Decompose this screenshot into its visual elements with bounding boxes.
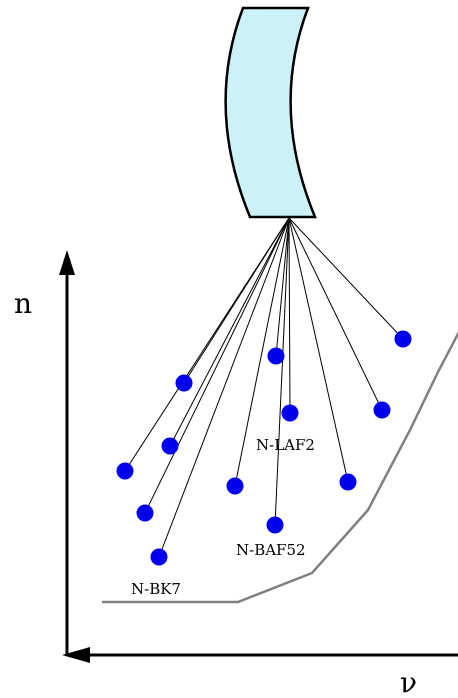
- ray-line: [144, 217, 290, 514]
- glass-point: [266, 516, 284, 534]
- glass-label-n-baf52: N-BAF52: [236, 541, 306, 559]
- ray-group: [124, 217, 404, 558]
- glass-point: [116, 462, 134, 480]
- ray-line: [288, 217, 383, 411]
- glass-point: [161, 437, 179, 455]
- lens-shape: [224, 6, 317, 219]
- glass-point: [339, 473, 357, 491]
- glass-point: [150, 548, 168, 566]
- ray-line: [169, 217, 290, 447]
- glass-label-n-laf2: N-LAF2: [256, 436, 315, 454]
- glass-point: [136, 504, 154, 522]
- glass-point: [394, 330, 412, 348]
- x-axis-arrowhead: [62, 647, 90, 663]
- ray-line: [274, 217, 290, 526]
- glass-point: [373, 401, 391, 419]
- axes-group: [59, 250, 458, 663]
- glass-point: [281, 404, 299, 422]
- glass-point: [267, 347, 285, 365]
- glass-point: [226, 477, 244, 495]
- glass-boundary-line: [102, 331, 458, 604]
- glass-point: [175, 374, 193, 392]
- ray-line: [288, 217, 404, 340]
- y-axis-label: n: [14, 287, 32, 320]
- ray-line: [124, 217, 290, 472]
- glass-label-n-bk7: N-BK7: [131, 580, 181, 598]
- x-axis-label: ν: [400, 666, 417, 698]
- ray-line: [234, 217, 290, 487]
- ray-line: [288, 217, 349, 483]
- ray-line: [275, 217, 290, 357]
- glass-point-group: [116, 330, 412, 566]
- ray-line: [158, 217, 290, 558]
- y-axis-arrowhead: [59, 250, 75, 275]
- ray-line: [288, 217, 291, 414]
